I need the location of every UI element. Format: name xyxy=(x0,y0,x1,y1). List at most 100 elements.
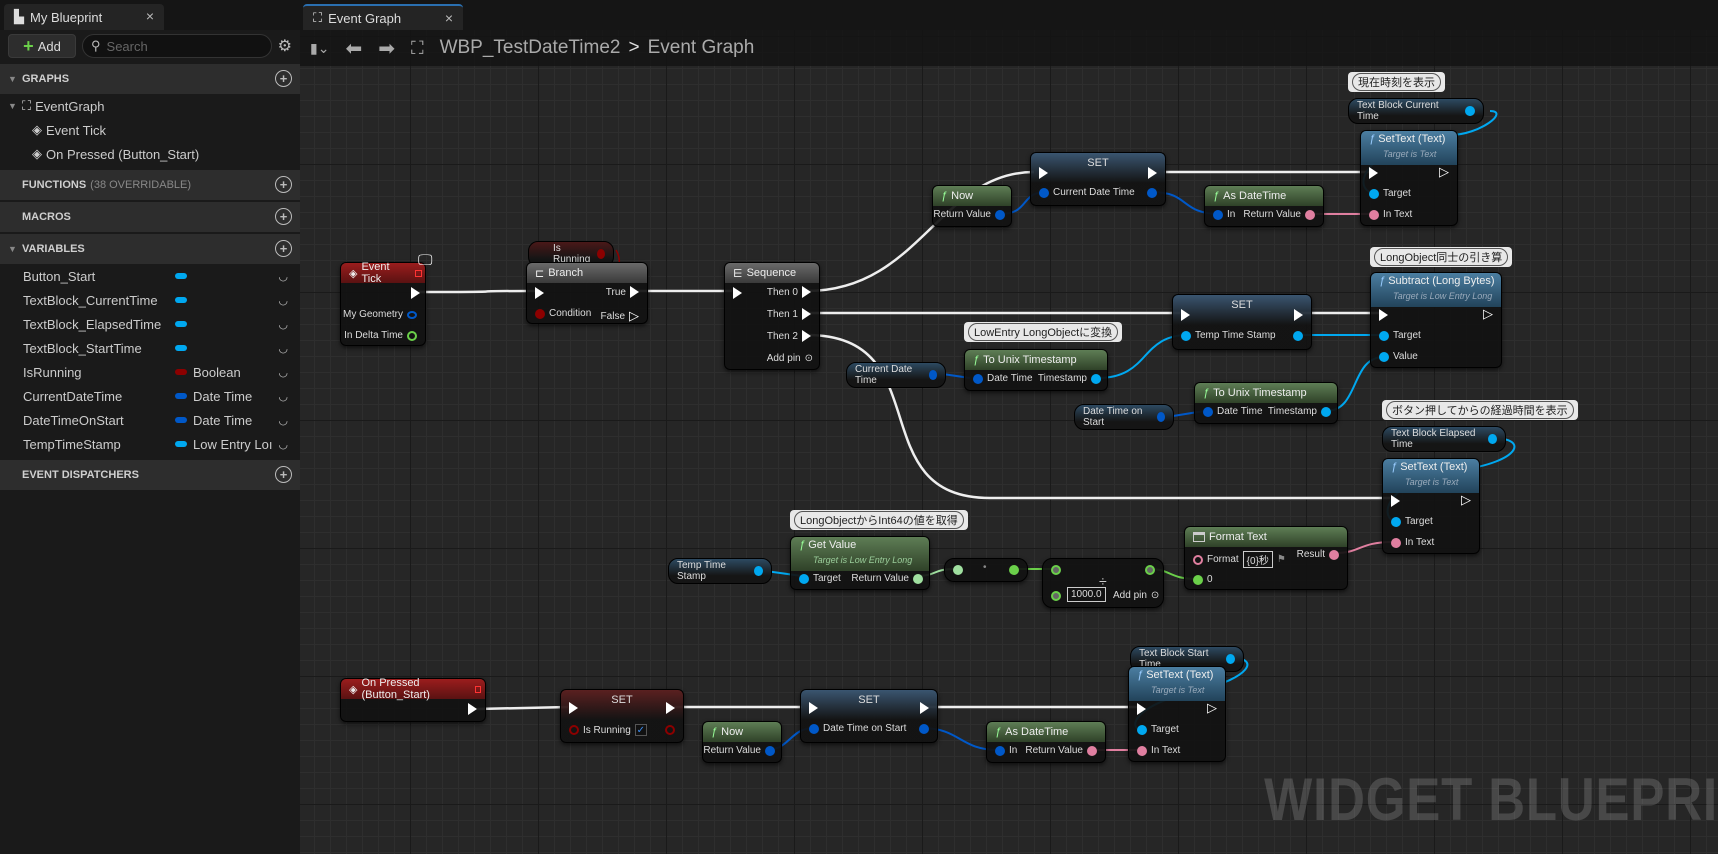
pin-timestamp[interactable]: Timestamp xyxy=(1038,373,1101,384)
node-divide[interactable]: ÷ 1000.0 Add pin⊙ xyxy=(1042,558,1164,608)
pin-target[interactable]: Target xyxy=(1137,724,1179,735)
pin-my-geometry[interactable]: My Geometry xyxy=(343,309,417,320)
bool-out-pin[interactable] xyxy=(665,725,675,735)
section-event-dispatchers[interactable]: EVENT DISPATCHERS+ xyxy=(0,460,300,490)
pin-in-text[interactable]: In Text xyxy=(1369,209,1412,220)
pin-in-text[interactable]: In Text xyxy=(1137,745,1180,756)
exec-in-pin[interactable] xyxy=(535,287,544,299)
back-arrow-icon[interactable]: ⬅ xyxy=(345,37,363,60)
pin-is-running[interactable]: Is Running✓ xyxy=(569,724,647,736)
comment-bubble[interactable]: 現在時刻を表示 xyxy=(1348,72,1445,92)
add-variable-icon[interactable]: + xyxy=(275,240,292,257)
pin-timestamp[interactable]: Timestamp xyxy=(1268,406,1331,417)
node-get-date-time-on-start[interactable]: Date Time on Start xyxy=(1074,404,1174,430)
exec-out-pin[interactable] xyxy=(666,702,675,714)
pin-target[interactable]: Target xyxy=(1369,188,1411,199)
eye-closed-icon[interactable]: ◡ xyxy=(278,438,288,451)
add-pin-button[interactable]: Add pin⊙ xyxy=(767,353,813,364)
format-input[interactable]: {0}秒 xyxy=(1242,551,1273,568)
exec-in-pin[interactable] xyxy=(1137,703,1146,715)
tree-item-eventgraph[interactable]: ▼⛶EventGraph xyxy=(0,94,300,118)
close-icon[interactable]: × xyxy=(444,10,453,26)
exec-out-pin[interactable]: ▷ xyxy=(1207,700,1217,715)
pin-in-text[interactable]: In Text xyxy=(1391,537,1434,548)
pin-in[interactable]: In xyxy=(995,745,1017,756)
tab-my-blueprint[interactable]: ▙ My Blueprint × xyxy=(4,4,164,30)
add-pin-button[interactable]: Add pin⊙ xyxy=(1113,590,1159,601)
add-macro-icon[interactable]: + xyxy=(275,208,292,225)
eye-closed-icon[interactable]: ◡ xyxy=(278,414,288,427)
pin-true[interactable]: True xyxy=(606,286,639,298)
comment-bubble[interactable]: LongObject同士の引き算 xyxy=(1370,247,1513,267)
node-event-tick[interactable]: ◈Event Tick My Geometry In Delta Time xyxy=(340,261,426,346)
exec-in-pin[interactable] xyxy=(569,702,578,714)
variable-item[interactable]: Button_Start◡ xyxy=(0,264,300,288)
pin-return-value[interactable]: Return Value xyxy=(851,573,923,584)
pin-date-time[interactable]: Date Time xyxy=(973,373,1033,384)
pin-current-date-time[interactable]: Current Date Time xyxy=(1039,187,1135,198)
add-dispatcher-icon[interactable]: + xyxy=(275,466,292,483)
node-get-text-block-elapsed-time[interactable]: Text Block Elapsed Time xyxy=(1382,426,1506,452)
pin-then0[interactable]: Then 0 xyxy=(767,286,811,298)
forward-arrow-icon[interactable]: ➡ xyxy=(378,37,395,60)
node-get-text-block-current-time[interactable]: Text Block Current Time xyxy=(1348,98,1484,124)
variable-item[interactable]: TextBlock_ElapsedTime◡ xyxy=(0,312,300,336)
pin-then2[interactable]: Then 2 xyxy=(767,330,811,342)
node-format-text[interactable]: Format Text Format{0}秒⚑ Result 0 xyxy=(1184,526,1348,590)
variable-item[interactable]: TextBlock_StartTime◡ xyxy=(0,336,300,360)
delegate-pin-icon[interactable] xyxy=(415,269,422,277)
node-get-current-date-time[interactable]: Current Date Time xyxy=(846,362,946,388)
pin-arg0[interactable]: 0 xyxy=(1193,574,1213,585)
node-settext-elapsed[interactable]: ƒ SetText (Text)Target is Text ▷ Target … xyxy=(1382,458,1480,554)
comment-bubble[interactable]: LowEntry LongObjectに変換 xyxy=(964,322,1123,342)
pin-format[interactable]: Format{0}秒⚑ xyxy=(1193,551,1286,568)
eye-closed-icon[interactable]: ◡ xyxy=(278,366,288,379)
exec-out-pin[interactable]: ▷ xyxy=(1439,164,1449,179)
node-branch[interactable]: ⊏Branch Condition True False▷ xyxy=(526,262,648,324)
eye-closed-icon[interactable]: ◡ xyxy=(278,270,288,283)
exec-out-pin[interactable] xyxy=(1294,309,1303,321)
exec-out-pin[interactable] xyxy=(1148,167,1157,179)
node-set-date-time-on-start[interactable]: SET Date Time on Start xyxy=(800,689,938,743)
exec-in-pin[interactable] xyxy=(1369,167,1378,179)
exec-out-pin[interactable]: ▷ xyxy=(1483,306,1493,321)
exec-out-pin[interactable] xyxy=(920,702,929,714)
pin-value[interactable]: Value xyxy=(1379,351,1418,362)
int64-pin-icon[interactable] xyxy=(953,565,963,575)
pin-then1[interactable]: Then 1 xyxy=(767,308,811,320)
exec-out-pin[interactable] xyxy=(411,287,420,299)
add-graph-icon[interactable]: + xyxy=(275,70,292,87)
pin-date-time[interactable]: Date Time xyxy=(1203,406,1263,417)
exec-in-pin[interactable] xyxy=(1039,167,1048,179)
pin-result[interactable]: Result xyxy=(1297,549,1339,560)
pin-return-value[interactable]: Return Value xyxy=(703,745,775,756)
float-pin-icon[interactable] xyxy=(1009,565,1019,575)
node-subtract-long-bytes[interactable]: ƒ Subtract (Long Bytes)Target is Low Ent… xyxy=(1370,272,1502,368)
section-functions[interactable]: FUNCTIONS(38 OVERRIDABLE)+ xyxy=(0,170,300,200)
exec-in-pin[interactable] xyxy=(809,702,818,714)
variable-item[interactable]: TextBlock_CurrentTime◡ xyxy=(0,288,300,312)
exec-out-pin[interactable] xyxy=(468,703,477,715)
flag-icon[interactable]: ⚑ xyxy=(1276,554,1286,565)
float-pin-icon[interactable] xyxy=(1051,565,1061,575)
section-graphs[interactable]: ▼GRAPHS+ xyxy=(0,64,300,94)
pin-target[interactable]: Target xyxy=(799,573,841,584)
pin-false[interactable]: False▷ xyxy=(601,308,639,324)
node-set-temp-time-stamp[interactable]: SET Temp Time Stamp xyxy=(1172,294,1312,350)
eye-closed-icon[interactable]: ◡ xyxy=(278,342,288,355)
tab-event-graph[interactable]: ⛶ Event Graph × xyxy=(303,4,463,30)
section-macros[interactable]: MACROS+ xyxy=(0,202,300,232)
tree-item-on-pressed[interactable]: ◈On Pressed (Button_Start) xyxy=(0,142,300,166)
is-running-checkbox[interactable]: ✓ xyxy=(634,724,647,736)
float-pin-icon[interactable] xyxy=(1051,591,1061,601)
eye-closed-icon[interactable]: ◡ xyxy=(278,318,288,331)
section-variables[interactable]: ▼VARIABLES+ xyxy=(0,234,300,264)
